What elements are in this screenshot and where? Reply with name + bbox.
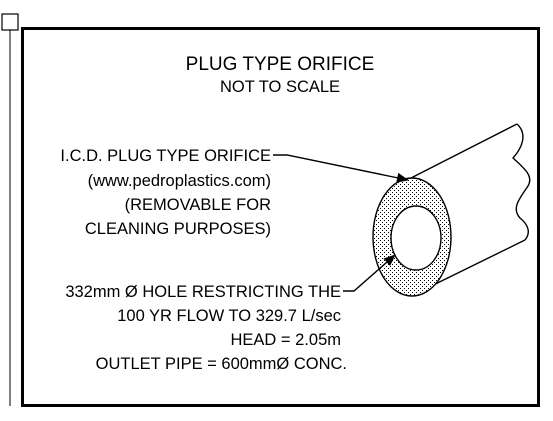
orifice-label-line-1: I.C.D. PLUG TYPE ORIFICE bbox=[60, 147, 271, 165]
hole-label-line-2: 100 YR FLOW TO 329.7 L/sec bbox=[117, 307, 341, 325]
hole-label-line-4: OUTLET PIPE = 600mmØ CONC. bbox=[95, 355, 347, 373]
leader-line-top bbox=[273, 154, 409, 183]
hole-label-line-1: 332mm Ø HOLE RESTRICTING THE bbox=[65, 283, 341, 301]
orifice-label-line-2: (www.pedroplastics.com) bbox=[87, 172, 271, 190]
pipe-top-edge bbox=[410, 123, 518, 179]
orifice-label-line-4: CLEANING PURPOSES) bbox=[84, 220, 271, 238]
orifice-plug-ring bbox=[372, 177, 452, 297]
drawing-frame bbox=[21, 27, 540, 407]
hole-label-line-3: HEAD = 2.05m bbox=[230, 331, 341, 349]
pipe-break-line bbox=[512, 123, 531, 241]
leader-line-bottom bbox=[343, 254, 396, 292]
corner-square bbox=[1, 13, 19, 31]
orifice-label-line-3: (REMOVABLE FOR bbox=[124, 196, 271, 214]
diagram-title: PLUG TYPE ORIFICE bbox=[185, 54, 375, 75]
diagram-subtitle: NOT TO SCALE bbox=[219, 78, 341, 96]
